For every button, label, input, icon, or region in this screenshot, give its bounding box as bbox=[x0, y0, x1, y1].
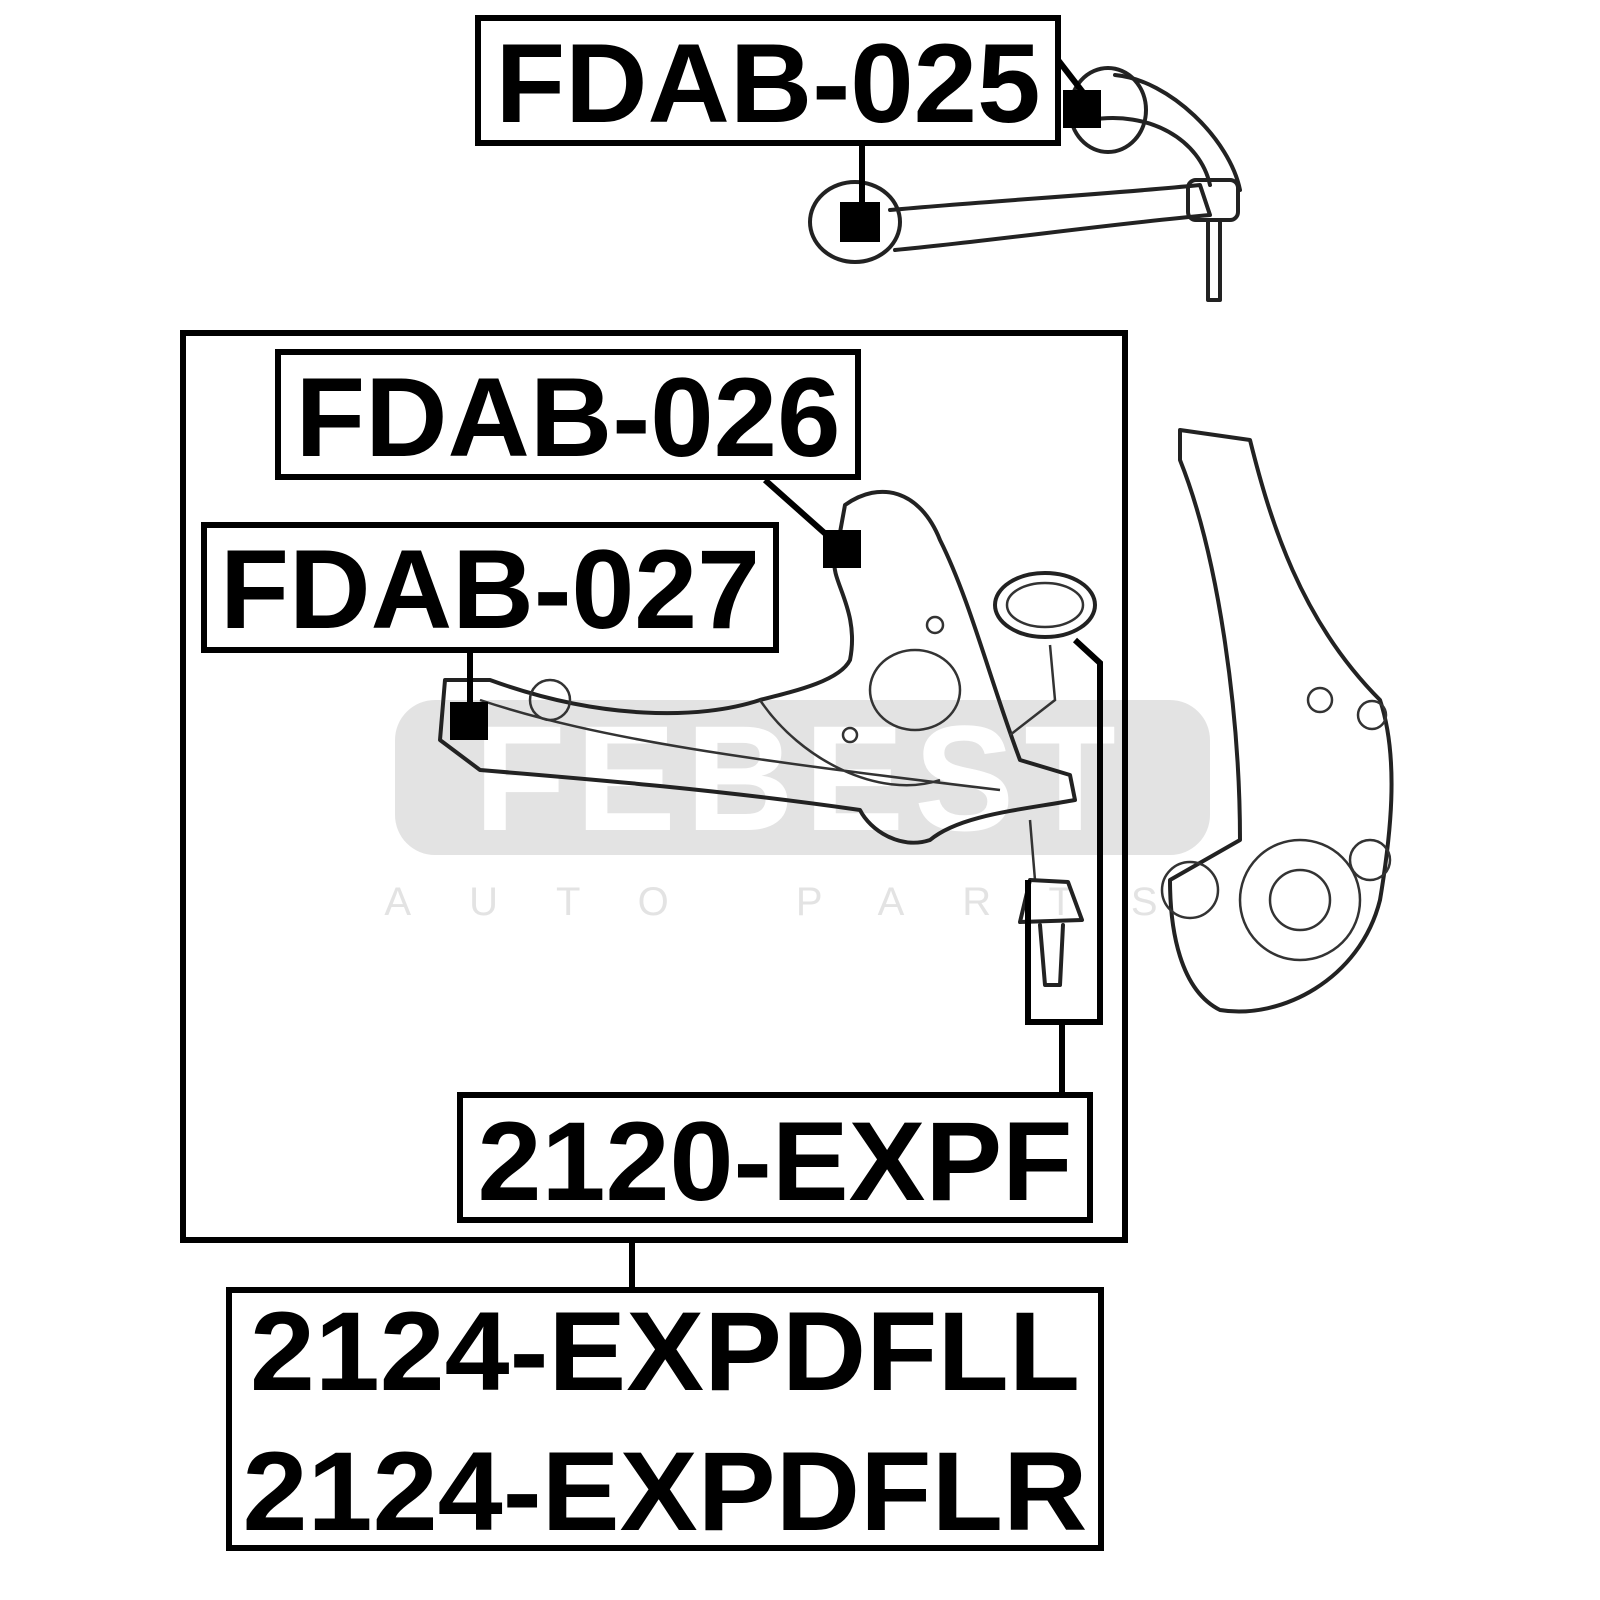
watermark-tagline: AUTO PARTS bbox=[384, 880, 1215, 924]
bushing-marker bbox=[450, 702, 488, 740]
watermark: FEBEST AUTO PARTS bbox=[384, 694, 1215, 924]
svg-text:2120-EXPF: 2120-EXPF bbox=[478, 1099, 1073, 1224]
label-2124-expdflr: 2124-EXPDFLR bbox=[243, 1429, 1088, 1554]
upper-control-arm-illustration bbox=[808, 66, 1242, 302]
bushing-marker bbox=[840, 202, 880, 242]
label-2124-expdfll: 2124-EXPDFLL bbox=[250, 1289, 1080, 1414]
svg-text:FDAB-026: FDAB-026 bbox=[296, 355, 841, 480]
leader-lines bbox=[467, 58, 1103, 1290]
label-fdab-027: FDAB-027 bbox=[201, 522, 779, 653]
label-2124-expdfl: 2124-EXPDFLL 2124-EXPDFLR bbox=[226, 1287, 1104, 1554]
svg-text:FDAB-025: FDAB-025 bbox=[496, 21, 1041, 146]
svg-text:FDAB-027: FDAB-027 bbox=[220, 527, 760, 652]
assembly-group-frame bbox=[180, 330, 1128, 1243]
watermark-band bbox=[395, 700, 1210, 855]
label-fdab-026: FDAB-026 bbox=[275, 349, 861, 480]
steering-knuckle-illustration bbox=[1160, 428, 1394, 1014]
bushing-marker bbox=[1063, 90, 1101, 128]
label-fdab-025: FDAB-025 bbox=[475, 15, 1061, 146]
label-2120-expf: 2120-EXPF bbox=[457, 1092, 1093, 1224]
lower-control-arm-illustration bbox=[438, 489, 1097, 987]
